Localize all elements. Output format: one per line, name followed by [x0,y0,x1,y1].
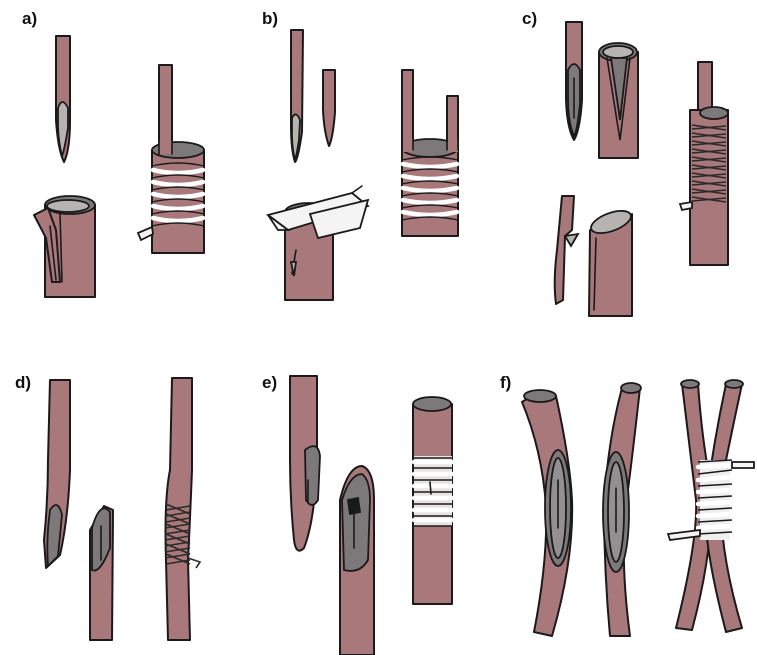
panel-label-d: d) [15,373,31,392]
panel-b-scion [291,30,303,162]
panel-b-wrapped-graft [402,70,458,236]
panel-label-a: a) [22,9,37,28]
panel-d-rootstock [90,506,113,640]
panel-b: b) [262,9,458,300]
panel-f-branch-middle [603,383,641,636]
panel-c: c) [522,9,728,316]
panel-c-scion [566,22,582,140]
panel-c-scion-tongue [555,196,578,304]
panel-d-wrapped-graft [165,378,200,640]
panel-label-f: f) [500,373,511,392]
panel-c-rootstock-cleft [599,43,638,158]
panel-label-b: b) [262,9,278,28]
panel-f-binding-wrap [668,460,754,540]
panel-c-rootstock-tongue [588,206,634,316]
panel-e-scion [290,376,320,551]
panel-a: a) [22,9,204,297]
panel-b-scion-second [323,70,335,146]
panel-e-rootstock [340,466,374,655]
panel-f-branch-left [522,390,572,636]
panel-d: d) [15,373,200,640]
panel-a-scion [56,36,70,162]
panel-a-wrapped-graft [138,65,204,253]
panel-e-wrapped-graft [413,397,452,604]
panel-d-scion [44,380,70,568]
panel-b-grafting-knife [268,186,368,238]
panel-e: e) [262,373,452,655]
panel-c-wrapped-graft [680,62,728,265]
panel-f-wrapped-graft [668,380,754,632]
panel-f: f) [500,373,754,636]
panel-label-c: c) [522,9,537,28]
panel-label-e: e) [262,373,277,392]
panel-e-binding-wrap [414,456,452,526]
panel-a-rootstock [34,196,95,297]
